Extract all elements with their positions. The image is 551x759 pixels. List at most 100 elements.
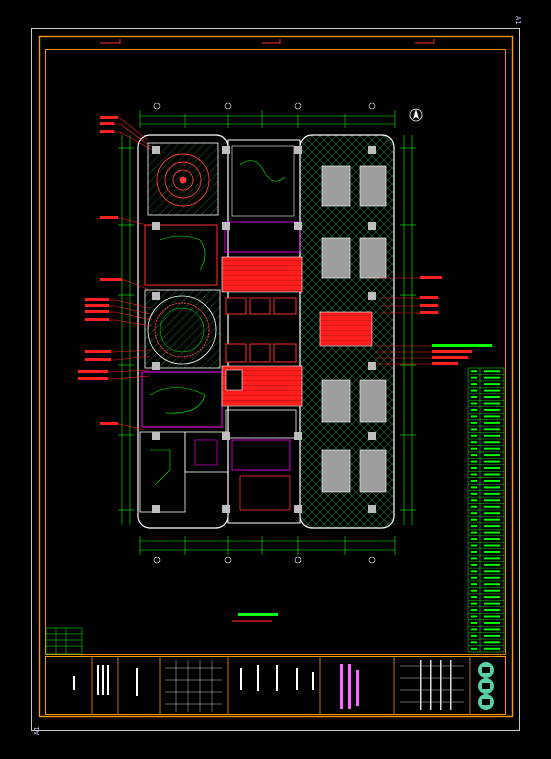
legend-row-text bbox=[484, 544, 500, 547]
legend-row-symbol bbox=[471, 499, 477, 502]
core-lift-c bbox=[273, 297, 297, 315]
legend-row-symbol bbox=[471, 628, 477, 631]
core-lift-f bbox=[273, 343, 297, 363]
legend-row-symbol bbox=[471, 570, 477, 573]
round-ceiling-top bbox=[156, 153, 210, 207]
room-bottom-left-a bbox=[139, 431, 186, 513]
legend-row-text bbox=[484, 479, 500, 482]
legend-row-symbol bbox=[471, 550, 477, 553]
round-hall-box bbox=[144, 289, 221, 369]
legend-row-symbol bbox=[471, 512, 477, 515]
legend-row-symbol bbox=[471, 402, 477, 405]
legend-row-symbol bbox=[471, 505, 477, 508]
right-callout-tags bbox=[420, 276, 492, 365]
legend-row-text bbox=[484, 447, 500, 450]
legend-row-symbol bbox=[471, 563, 477, 566]
bottom-dimension-chain bbox=[139, 536, 396, 555]
legend-row-text bbox=[484, 570, 500, 573]
legend-row-text bbox=[484, 628, 500, 631]
round-hall-ceiling bbox=[147, 295, 217, 365]
legend-row-text bbox=[484, 467, 500, 470]
stage-red-block bbox=[319, 311, 373, 347]
legend-row-text bbox=[484, 512, 500, 515]
revision-table bbox=[45, 627, 83, 655]
legend-row-symbol bbox=[471, 615, 477, 618]
plan-title-bar bbox=[238, 613, 278, 616]
core-lower bbox=[225, 409, 297, 439]
legend-row-symbol bbox=[471, 602, 477, 605]
frame-markers bbox=[100, 39, 435, 44]
core-lift-b bbox=[249, 297, 271, 315]
legend-row-symbol bbox=[471, 589, 477, 592]
legend-row-text bbox=[484, 473, 500, 476]
legend-row-symbol bbox=[471, 370, 477, 373]
legend-row-text bbox=[484, 505, 500, 508]
legend-row-text bbox=[484, 421, 500, 424]
core-top bbox=[224, 221, 301, 253]
corridor-bottom-left bbox=[150, 449, 171, 486]
legend-row-text bbox=[484, 454, 500, 457]
legend-row-text bbox=[484, 402, 500, 405]
legend-row-text bbox=[484, 518, 500, 521]
legend-row-text bbox=[484, 557, 500, 560]
legend-row-text bbox=[484, 647, 500, 650]
title-block bbox=[45, 656, 506, 715]
core-lobby-c bbox=[225, 369, 243, 391]
legend-row-symbol bbox=[471, 467, 477, 470]
legend-row-text bbox=[484, 531, 500, 534]
legend-row-text bbox=[484, 376, 500, 379]
legend-row-symbol bbox=[471, 621, 477, 624]
legend-row-text bbox=[484, 389, 500, 392]
core-foot bbox=[239, 475, 291, 511]
legend-row-text bbox=[484, 621, 500, 624]
room-bottom-left-c bbox=[194, 439, 218, 466]
legend-row-symbol bbox=[471, 531, 477, 534]
room-left-upper-ceiling bbox=[159, 235, 206, 271]
core-lift-d bbox=[225, 343, 247, 363]
grid-bubbles-bottom bbox=[153, 556, 376, 564]
legend-row-text bbox=[484, 602, 500, 605]
drawing-frame bbox=[38, 35, 514, 718]
legend-row-text bbox=[484, 583, 500, 586]
legend-row-text bbox=[484, 563, 500, 566]
top-dimension-chain bbox=[139, 110, 396, 128]
floor-plan bbox=[78, 102, 492, 622]
sheet-size-label-bottom-left: A1 bbox=[33, 726, 41, 735]
legend-row-text bbox=[484, 589, 500, 592]
legend-row-text bbox=[484, 641, 500, 644]
legend-row-symbol bbox=[471, 460, 477, 463]
core-lift-a bbox=[225, 297, 247, 315]
room-bottom-left-b bbox=[184, 431, 229, 473]
legend-row-symbol bbox=[471, 576, 477, 579]
left-callout-tags bbox=[78, 116, 122, 425]
left-dimension-chain bbox=[118, 135, 134, 525]
core-lobby-a bbox=[221, 256, 303, 293]
grid-bubbles-top bbox=[153, 102, 376, 110]
legend-row-text bbox=[484, 441, 500, 444]
legend-row-symbol bbox=[471, 641, 477, 644]
outer-sheet-border bbox=[31, 28, 520, 731]
room-top-center-curve bbox=[239, 160, 286, 182]
legend-row-symbol bbox=[471, 538, 477, 541]
legend-row-symbol bbox=[471, 557, 477, 560]
core-lift-e bbox=[249, 343, 271, 363]
room-left-upper bbox=[144, 224, 218, 286]
legend-row-text bbox=[484, 499, 500, 502]
legend-row-symbol bbox=[471, 544, 477, 547]
legend-row-text bbox=[484, 492, 500, 495]
legend-row-text bbox=[484, 486, 500, 489]
core-bottom bbox=[231, 439, 291, 471]
legend-row-symbol bbox=[471, 479, 477, 482]
legend-row-symbol bbox=[471, 408, 477, 411]
room-left-lower-ceiling bbox=[149, 387, 206, 414]
legend-row-text bbox=[484, 396, 500, 399]
legend-row-symbol bbox=[471, 583, 477, 586]
legend-row-symbol bbox=[471, 383, 477, 386]
legend-row-text bbox=[484, 383, 500, 386]
legend-row-symbol bbox=[471, 441, 477, 444]
legend-row-symbol bbox=[471, 421, 477, 424]
legend-row-text bbox=[484, 609, 500, 612]
legend-row-text bbox=[484, 460, 500, 463]
sheet-size-label-top-right: A1 bbox=[514, 16, 522, 25]
structural-columns bbox=[152, 146, 376, 513]
